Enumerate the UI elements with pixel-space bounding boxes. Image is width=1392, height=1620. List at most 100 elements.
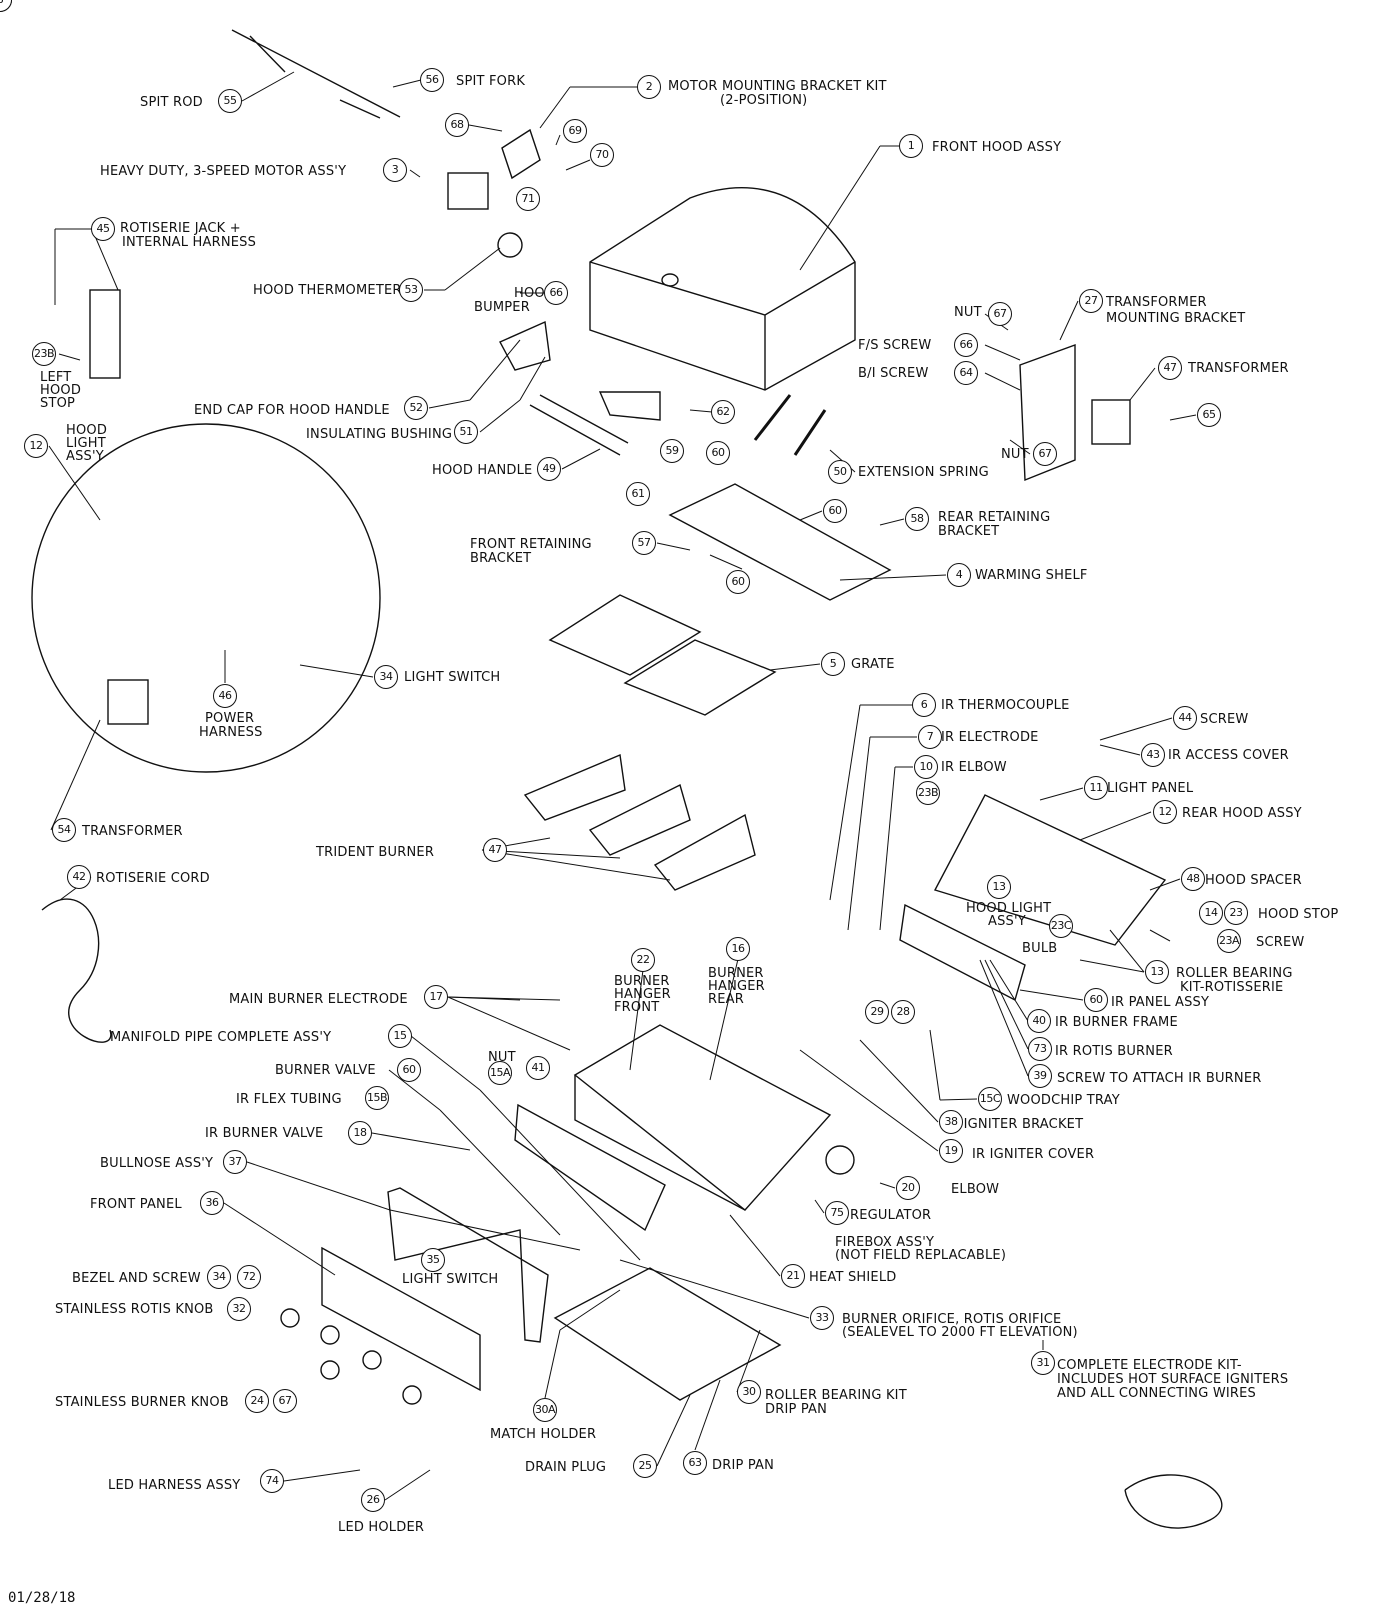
label-roller-bearing-drip: ROLLER BEARING KIT: [765, 1388, 907, 1403]
label-hood-spacer: HOOD SPACER: [1205, 873, 1302, 888]
label-stainless-rotis-knob: STAINLESS ROTIS KNOB: [55, 1302, 214, 1317]
callout-15a: 15A: [488, 1061, 512, 1085]
callout-56: 56: [420, 68, 444, 92]
callout-14: 14: [1199, 901, 1223, 925]
leader-line-60: [629, 969, 644, 1071]
label-warming-shelf: WARMING SHELF: [975, 568, 1088, 583]
leader-line-48: [879, 766, 896, 931]
label-electrode-kit: COMPLETE ELECTRODE KIT-: [1057, 1358, 1242, 1373]
leader-line-68: [989, 959, 1029, 1022]
callout-25: 25: [633, 1454, 657, 1478]
leader-line-77: [799, 1049, 939, 1152]
leader-line-43: [1099, 717, 1173, 741]
label-regulator: REGULATOR: [850, 1208, 932, 1223]
leader-line-65: [1019, 989, 1084, 1001]
leader-line-49: [1039, 787, 1084, 801]
callout-65: 65: [1197, 403, 1221, 427]
callout-70: 70: [590, 143, 614, 167]
leader-line-88: [656, 1394, 691, 1467]
knob-shape-1: [280, 1308, 300, 1328]
knob-shape-3: [362, 1350, 382, 1370]
leader-line-21: [1129, 367, 1156, 401]
leader-line-39: [299, 664, 374, 678]
label-led-holder: LED HOLDER: [338, 1520, 425, 1535]
leader-line-42: [829, 704, 861, 901]
leader-line-76: [371, 1132, 471, 1151]
callout-62: 62: [711, 400, 735, 424]
callout-47: 47: [483, 838, 507, 862]
callout-54: 54: [52, 818, 76, 842]
callout-60: 60: [823, 499, 847, 523]
callout-23c: 23C: [1049, 914, 1073, 938]
label-rear-hood-assy: REAR HOOD ASSY: [1182, 806, 1302, 821]
label-bullnose-assy: BULLNOSE ASS'Y: [100, 1156, 214, 1171]
callout-67: 67: [988, 302, 1012, 326]
label-roller-bearing-drip-2: DRIP PAN: [765, 1402, 828, 1417]
front-hood-shape: [589, 186, 856, 391]
leader-line-75: [859, 1039, 939, 1123]
knob-shape-5: [320, 1360, 340, 1380]
callout-11: 11: [1084, 776, 1108, 800]
leader-line-51: [50, 719, 101, 831]
label-heat-shield: HEAT SHIELD: [809, 1270, 897, 1285]
leader-line-1: [241, 71, 295, 102]
leader-line-23: [58, 353, 81, 361]
leader-line-46: [1099, 744, 1141, 756]
leader-line-50: [1079, 811, 1152, 841]
callout-71: 71: [516, 187, 540, 211]
callout-40: 40: [1027, 1009, 1051, 1033]
knob-shape-4: [402, 1385, 422, 1405]
front-panel-shape: [321, 1246, 481, 1392]
leader-line-24: [428, 399, 471, 409]
label-ir-rotis-burner: IR ROTIS BURNER: [1055, 1044, 1173, 1059]
callout-42: 42: [67, 865, 91, 889]
leader-line-58: [1109, 929, 1145, 973]
bullnose-shape: [387, 1187, 549, 1343]
label-screw-23c: SCREW: [1256, 935, 1305, 950]
label-firebox-assy-2: (NOT FIELD REPLACABLE): [835, 1248, 1007, 1263]
label-burner-hanger-rear: BURNER: [708, 966, 764, 981]
callout-45: 45: [91, 217, 115, 241]
rotiserie-cord-shape: [41, 898, 112, 1043]
label-nut-67-top: NUT: [954, 305, 982, 320]
callout-30: 30: [737, 1380, 761, 1404]
label-fs-screw: F/S SCREW: [858, 338, 932, 353]
label-hood-bumper-2: BUMPER: [474, 300, 530, 315]
label-front-retaining-2: BRACKET: [470, 551, 532, 566]
label-rotiserie-jack: ROTISERIE JACK +: [120, 221, 241, 236]
label-rear-retaining: REAR RETAINING: [938, 510, 1051, 525]
leader-line-78: [246, 1161, 391, 1211]
label-grate: GRATE: [851, 657, 895, 672]
callout-15b: 15B: [365, 1086, 389, 1110]
leader-line-35: [656, 542, 691, 551]
hood-handle-cap-shape: [499, 320, 551, 371]
callout-67: 67: [273, 1389, 297, 1413]
leader-line-63: [447, 996, 561, 1001]
leader-line-66: [410, 1035, 481, 1091]
leader-line-87: [559, 1289, 621, 1331]
leader-line-37: [839, 574, 947, 581]
label-insulating-bushing: INSULATING BUSHING: [306, 427, 453, 442]
callout-17: 17: [424, 985, 448, 1009]
leader-line-61: [709, 958, 739, 1081]
drip-pan-shape: [553, 1267, 782, 1401]
leader-line-86: [544, 1329, 561, 1399]
label-power-harness: POWER: [205, 711, 255, 726]
callout-60: 60: [1084, 988, 1108, 1012]
thermometer-shape: [497, 232, 523, 258]
label-burner-hanger-front: BURNER: [614, 974, 670, 989]
hood-handle-shape: [529, 394, 629, 456]
rotiserie-jack-shape: [89, 289, 121, 379]
callout-63: 63: [683, 1451, 707, 1475]
leader-line-22: [1169, 414, 1197, 421]
callout-34: 34: [207, 1265, 231, 1289]
label-manifold-pipe: MANIFOLD PIPE COMPLETE ASS'Y: [110, 1030, 332, 1045]
diagram-date: 01/28/18: [8, 1590, 76, 1606]
callout-55: 55: [218, 89, 242, 113]
label-electrode-kit-3: AND ALL CONNECTING WIRES: [1057, 1386, 1257, 1401]
extension-springs: [753, 394, 827, 456]
label-hood-stop: HOOD STOP: [1258, 907, 1339, 922]
knob-shape-2: [320, 1325, 340, 1345]
label-match-holder: MATCH HOLDER: [490, 1427, 597, 1442]
leader-line-69: [984, 959, 1029, 1050]
